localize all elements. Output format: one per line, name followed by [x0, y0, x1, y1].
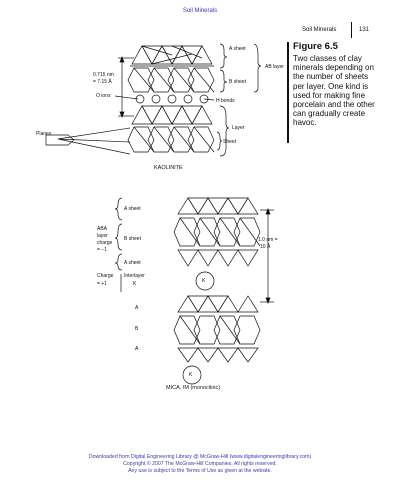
brace-mica-a-sheet	[114, 197, 123, 221]
label-o-ions: O ions	[96, 93, 111, 99]
planes-pointer-3	[57, 138, 131, 155]
mica-k-ion-mid	[195, 271, 215, 291]
caption-rule	[287, 42, 289, 143]
label-interlayer: Interlayer	[124, 273, 145, 279]
brace-a-sheet	[219, 43, 228, 69]
figure-caption: Two classes of clay minerals depending o…	[293, 54, 375, 128]
label-interlayer-k: K	[133, 281, 137, 287]
label-sheet: Sheet	[223, 139, 237, 145]
header-divider	[351, 22, 352, 38]
label-k-ion-bottom: K	[189, 372, 193, 378]
mica-lower-b-sheet	[173, 315, 261, 345]
label-h-bonds: H bonds	[216, 98, 235, 104]
footer-line-1: Downloaded from Digital Engineering Libr…	[88, 454, 312, 460]
brace-mica-b-sheet	[114, 223, 123, 251]
kaolinite-hbond-ions	[135, 94, 209, 104]
label-spacing-angstrom: = 7.15 Å	[93, 79, 112, 85]
mica-lower-a-sheet	[177, 295, 259, 313]
label-k-ion-mid: K	[202, 278, 206, 284]
footer-line-2: Copyright © 2007 The McGraw-Hill Compani…	[123, 461, 277, 467]
label-stack-a-1: A	[135, 305, 139, 311]
label-charge: Charge	[97, 273, 114, 279]
brace-layer	[219, 105, 230, 157]
page-number: 131	[359, 27, 370, 33]
kaolinite-second-layer	[127, 105, 215, 153]
brace-sheet	[216, 131, 223, 151]
brace-ab-layer	[253, 43, 262, 93]
mica-title: MICA, IM (monoclinic)	[166, 385, 221, 391]
label-layer: Layer	[232, 125, 245, 131]
footer-line-3: Any use is subject to the Terms of Use a…	[128, 468, 272, 474]
label-stack-b: B	[135, 326, 139, 332]
label-b-sheet: B sheet	[229, 79, 246, 85]
label-mica-spacing-angstrom: 10 Å	[260, 244, 271, 250]
label-stack-a-2: A	[135, 346, 139, 352]
label-aba-charge-value: = −1	[97, 247, 108, 253]
figure-label: Figure 6.5	[293, 41, 338, 52]
mica-top-a-sheet	[177, 197, 259, 215]
label-aba-charge: charge	[97, 240, 113, 246]
mica-top-a2-sheet	[177, 249, 259, 267]
label-aba-layer: ABA	[97, 226, 108, 232]
h-bonds-pointer	[203, 98, 215, 101]
planes-pointer-1	[57, 127, 131, 140]
kaolinite-title: KAOLINITE	[154, 165, 183, 171]
label-mica-spacing: 1.0 nm =	[258, 237, 278, 243]
kaolinite-b-sheet-octahedra	[127, 67, 215, 93]
o-ions-pointer	[114, 95, 139, 100]
label-mica-a-sheet-bottom: A sheet	[124, 260, 141, 266]
section-name: Soil Minerals	[302, 27, 337, 33]
label-planes: Planes	[36, 131, 52, 137]
brace-b-sheet	[219, 69, 228, 93]
mica-k-ion-bottom	[182, 365, 202, 385]
mica-top-b-sheet	[173, 217, 261, 247]
planes-pointer-2	[57, 138, 131, 143]
label-aba-layer-2: layer	[97, 233, 108, 239]
kaolinite-a-sheet-tetrahedra	[130, 45, 214, 67]
label-ab-layer: AB layer	[265, 64, 284, 70]
label-mica-a-sheet-top: A sheet	[124, 206, 141, 212]
mica-lower-a2-sheet	[177, 347, 259, 363]
label-spacing: 0.715 nm	[93, 72, 114, 78]
label-mica-b-sheet: B sheet	[124, 236, 141, 242]
running-head: Soil Minerals	[182, 8, 218, 14]
label-a-sheet: A sheet	[229, 46, 246, 52]
planes-arrow-shape	[45, 134, 75, 146]
brace-mica-a2-sheet	[114, 253, 123, 271]
label-charge-value: = +1	[97, 281, 108, 287]
